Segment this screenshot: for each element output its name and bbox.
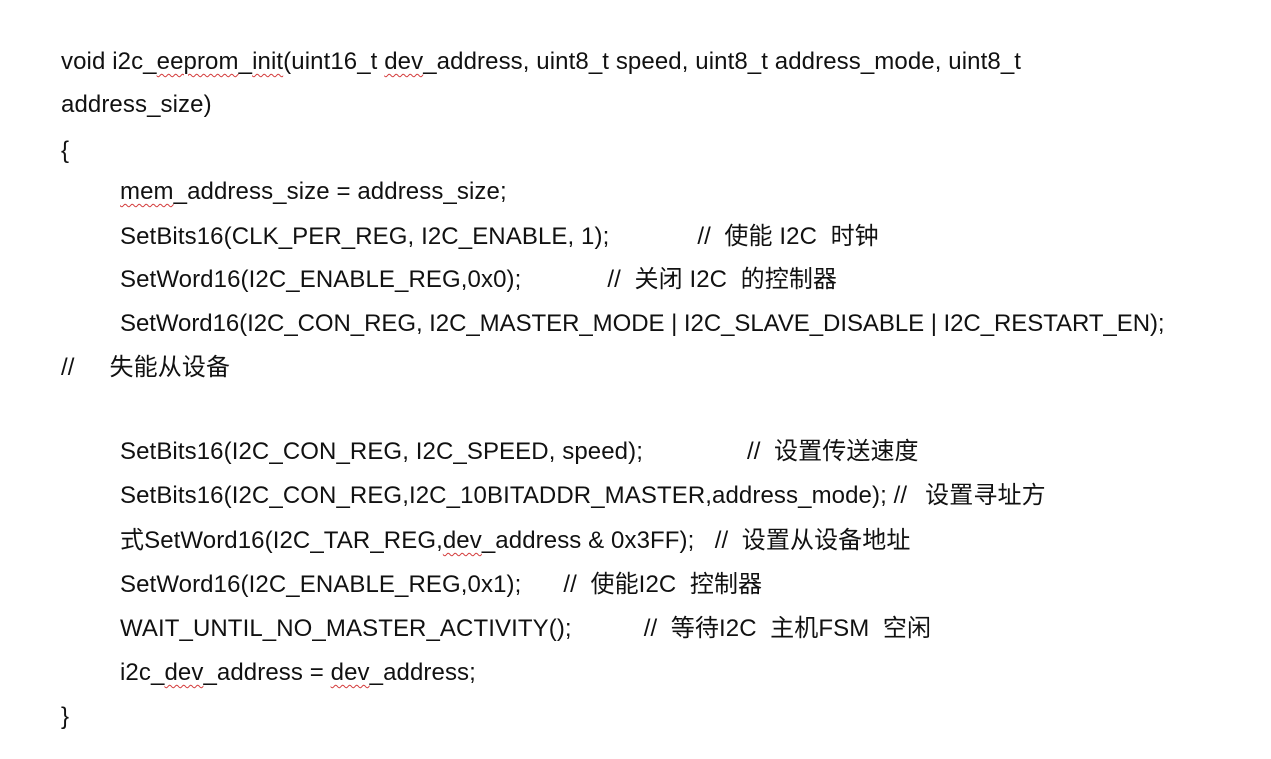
code-line-set-speed: SetBits16(I2C_CON_REG, I2C_SPEED, speed)… — [120, 437, 919, 467]
spellcheck-word: dev — [330, 659, 370, 686]
code-text: SetWord16(I2C_ENABLE_REG,0x0); — [120, 266, 522, 293]
code-line-con-reg: SetWord16(I2C_CON_REG, I2C_MASTER_MODE |… — [120, 310, 1165, 337]
code-text: SetBits16(I2C_CON_REG, I2C_SPEED, speed)… — [120, 438, 643, 465]
close-brace: } — [61, 703, 70, 730]
code-text: _address; — [369, 659, 476, 686]
spellcheck-word: dev — [384, 48, 424, 75]
code-line-target-address: 式SetWord16(I2C_TAR_REG,dev_address & 0x3… — [120, 526, 910, 556]
code-line-enable-clock: SetBits16(CLK_PER_REG, I2C_ENABLE, 1); //… — [120, 222, 879, 252]
comment-line-disable-slave: // 失能从设备 — [61, 353, 230, 383]
spellcheck-word: init — [252, 48, 284, 75]
code-line-address-mode: SetBits16(I2C_CON_REG,I2C_10BITADDR_MAST… — [120, 481, 1046, 511]
code-comment: // 使能I2C 控制器 — [563, 571, 763, 598]
code-line-wait-idle: WAIT_UNTIL_NO_MASTER_ACTIVITY(); // 等待I2C… — [120, 614, 931, 644]
code-line-store-address: i2c_dev_address = dev_address; — [120, 658, 476, 688]
function-signature-line-1: void i2c_eeprom_init(uint16_t dev_addres… — [61, 47, 1021, 77]
code-comment: // 等待I2C 主机FSM 空闲 — [643, 615, 932, 642]
code-line-disable-controller: SetWord16(I2C_ENABLE_REG,0x0); // 关闭 I2C … — [120, 265, 837, 295]
spellcheck-word: dev — [442, 527, 482, 554]
code-text: 式SetWord16(I2C_TAR_REG, — [120, 527, 443, 554]
code-text: _address, uint8_t speed, uint8_t address… — [423, 48, 1022, 75]
code-comment: // 关闭 I2C 的控制器 — [607, 266, 838, 293]
code-text: _address & 0x3FF); // 设置从设备地址 — [481, 527, 911, 554]
code-text: i2c_ — [120, 659, 165, 686]
spellcheck-word: eeprom — [156, 48, 239, 75]
code-text: (uint16_t — [283, 48, 385, 75]
code-text: _address = — [203, 659, 331, 686]
code-line-enable-controller: SetWord16(I2C_ENABLE_REG,0x1); // 使能I2C 控… — [120, 570, 762, 600]
function-signature-line-2: address_size) — [61, 91, 212, 118]
code-text: SetBits16(I2C_CON_REG,I2C_10BITADDR_MAST… — [120, 482, 908, 509]
code-comment: 失能从设备 — [109, 354, 231, 381]
open-brace: { — [61, 137, 70, 164]
code-text: _ — [238, 48, 253, 75]
code-text: SetBits16(CLK_PER_REG, I2C_ENABLE, 1); — [120, 223, 610, 250]
code-comment: 设置寻址方 — [925, 482, 1046, 509]
code-comment: // 设置传送速度 — [746, 438, 919, 465]
code-line-mem-address-size: mem_address_size = address_size; — [120, 177, 507, 207]
code-text: WAIT_UNTIL_NO_MASTER_ACTIVITY(); — [120, 615, 572, 642]
comment-slashes: // — [61, 354, 75, 381]
spellcheck-word: dev — [164, 659, 204, 686]
code-text: SetWord16(I2C_ENABLE_REG,0x1); — [120, 571, 522, 598]
code-text: void i2c_ — [61, 48, 157, 75]
code-comment: // 使能 I2C 时钟 — [697, 223, 879, 250]
code-text: _address_size = address_size; — [173, 178, 507, 205]
spellcheck-word: mem — [120, 178, 174, 205]
